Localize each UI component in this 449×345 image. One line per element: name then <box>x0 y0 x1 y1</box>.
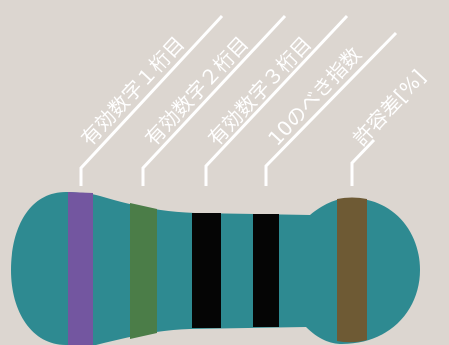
band-4 <box>253 214 279 327</box>
band-1 <box>68 192 93 345</box>
leader-line-5 <box>350 138 376 186</box>
leader-line-3 <box>204 14 349 186</box>
label-tolerance: 許容差[%] <box>348 65 430 151</box>
band-3 <box>192 213 221 328</box>
band-2 <box>130 203 157 339</box>
leader-lines <box>79 14 398 186</box>
band-5 <box>337 197 367 343</box>
leader-line-1 <box>79 14 224 186</box>
leader-line-4 <box>264 31 398 186</box>
leader-line-2 <box>141 14 287 186</box>
color-bands <box>68 192 367 345</box>
